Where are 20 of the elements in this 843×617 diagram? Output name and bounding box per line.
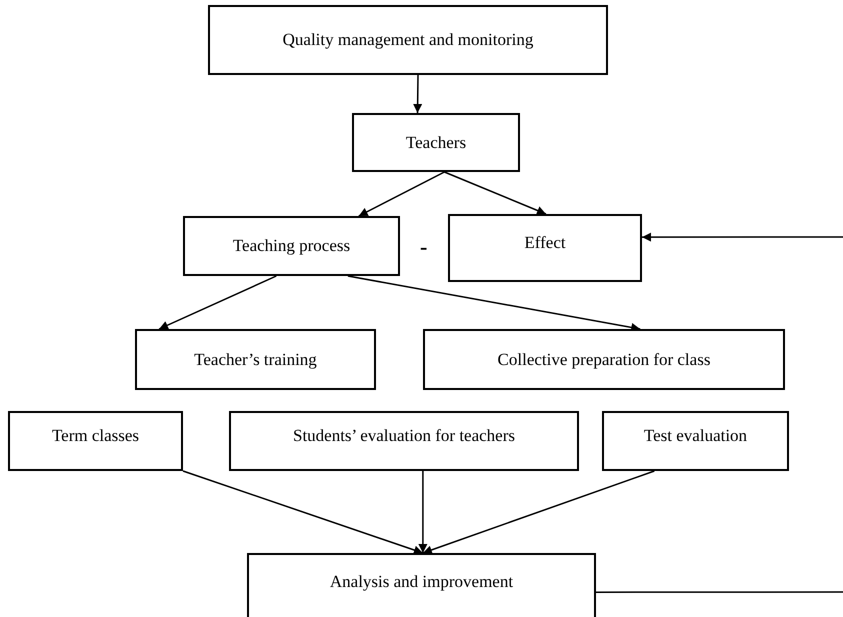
arrow	[358, 171, 445, 217]
process-box: Term classes	[8, 411, 183, 471]
process-box: Test evaluation	[602, 411, 789, 471]
separator-mark: -	[420, 236, 428, 258]
arrow	[413, 74, 422, 114]
arrow	[422, 470, 655, 554]
process-box: Effect	[448, 214, 642, 282]
arrow	[348, 275, 640, 332]
process-box: Students’ evaluation for teachers	[229, 411, 579, 471]
process-box: Teaching process	[183, 216, 400, 276]
arrow	[642, 232, 843, 242]
process-box: Teachers	[352, 113, 520, 172]
arrow	[158, 275, 277, 330]
process-box: Collective preparation for class	[423, 329, 785, 390]
process-box: Quality management and monitoring	[208, 5, 608, 75]
process-box: Teacher’s training	[135, 329, 376, 390]
process-box: Analysis and improvement	[247, 553, 596, 617]
arrow	[182, 470, 424, 554]
arrow	[444, 171, 546, 215]
arrow	[418, 471, 428, 553]
